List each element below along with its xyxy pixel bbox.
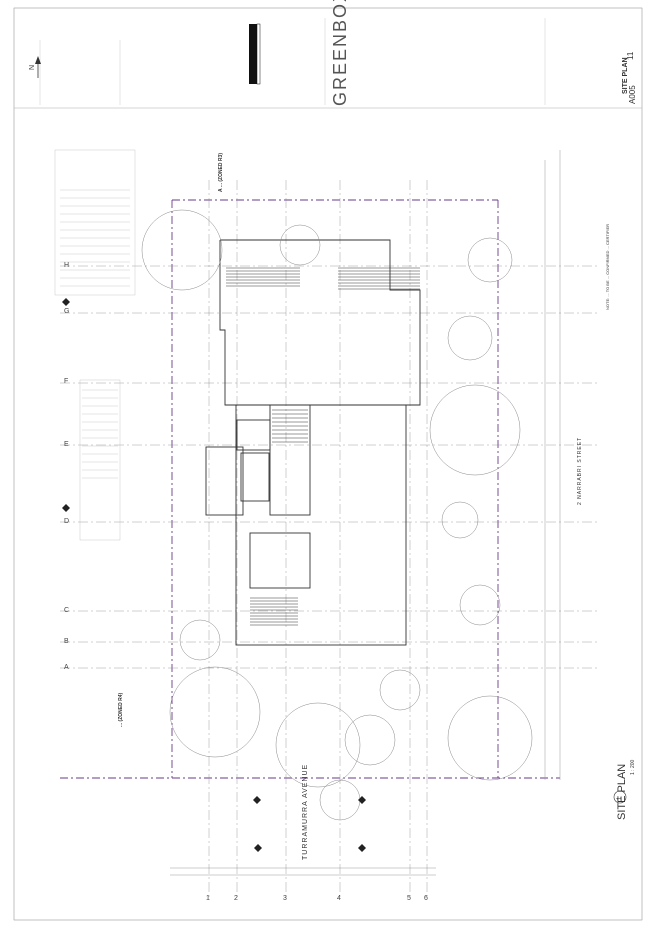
north-arrow-icon	[35, 56, 41, 78]
grid-label-2: 2	[234, 895, 238, 902]
scale-bar	[249, 24, 257, 84]
grid-label-e: E	[64, 441, 69, 448]
street-label-right: 2 NARRABRI STREET	[577, 436, 583, 505]
grid-label-c: C	[64, 607, 70, 614]
revision-number: 11	[626, 51, 635, 60]
grid-label-b: B	[64, 638, 69, 645]
grid-label-1: 1	[206, 895, 210, 902]
grid-label-f: F	[64, 378, 69, 385]
site-plan-title: SITE PLAN	[616, 763, 628, 820]
grid-label-g: G	[64, 308, 70, 315]
north-label: N	[29, 64, 36, 70]
trees	[141, 209, 533, 821]
title-block	[39, 18, 546, 105]
grid-label-d: D	[64, 518, 70, 525]
grid-label-5: 5	[407, 895, 411, 902]
grid-label-6: 6	[424, 895, 428, 902]
drawing-number: A005	[628, 85, 637, 104]
street-label-bottom: TURRAMURRA AVENUE	[302, 763, 309, 860]
grid-label-a: A	[64, 664, 69, 671]
neighbour-building	[54, 149, 136, 541]
grid-label-3: 3	[283, 895, 287, 902]
firm-logo-text: GREENBOX	[330, 0, 350, 106]
stairs	[226, 267, 420, 626]
section-markers	[62, 298, 366, 852]
neighbour-label-left: ... (ZONED R4)	[118, 692, 124, 727]
grid-label-h: H	[64, 262, 70, 269]
grid-label-4: 4	[337, 895, 341, 902]
scale-label: 1 : 200	[630, 759, 636, 775]
building-footprint	[205, 239, 421, 646]
neighbour-label-top: A ... (ZONED R3)	[218, 153, 224, 192]
note-right: NOTE: ... TO BE ... CONFIRMED ... CERTIF…	[605, 223, 610, 310]
plan-marker-number: 1	[617, 796, 623, 800]
plan-marker-circle	[613, 790, 627, 804]
